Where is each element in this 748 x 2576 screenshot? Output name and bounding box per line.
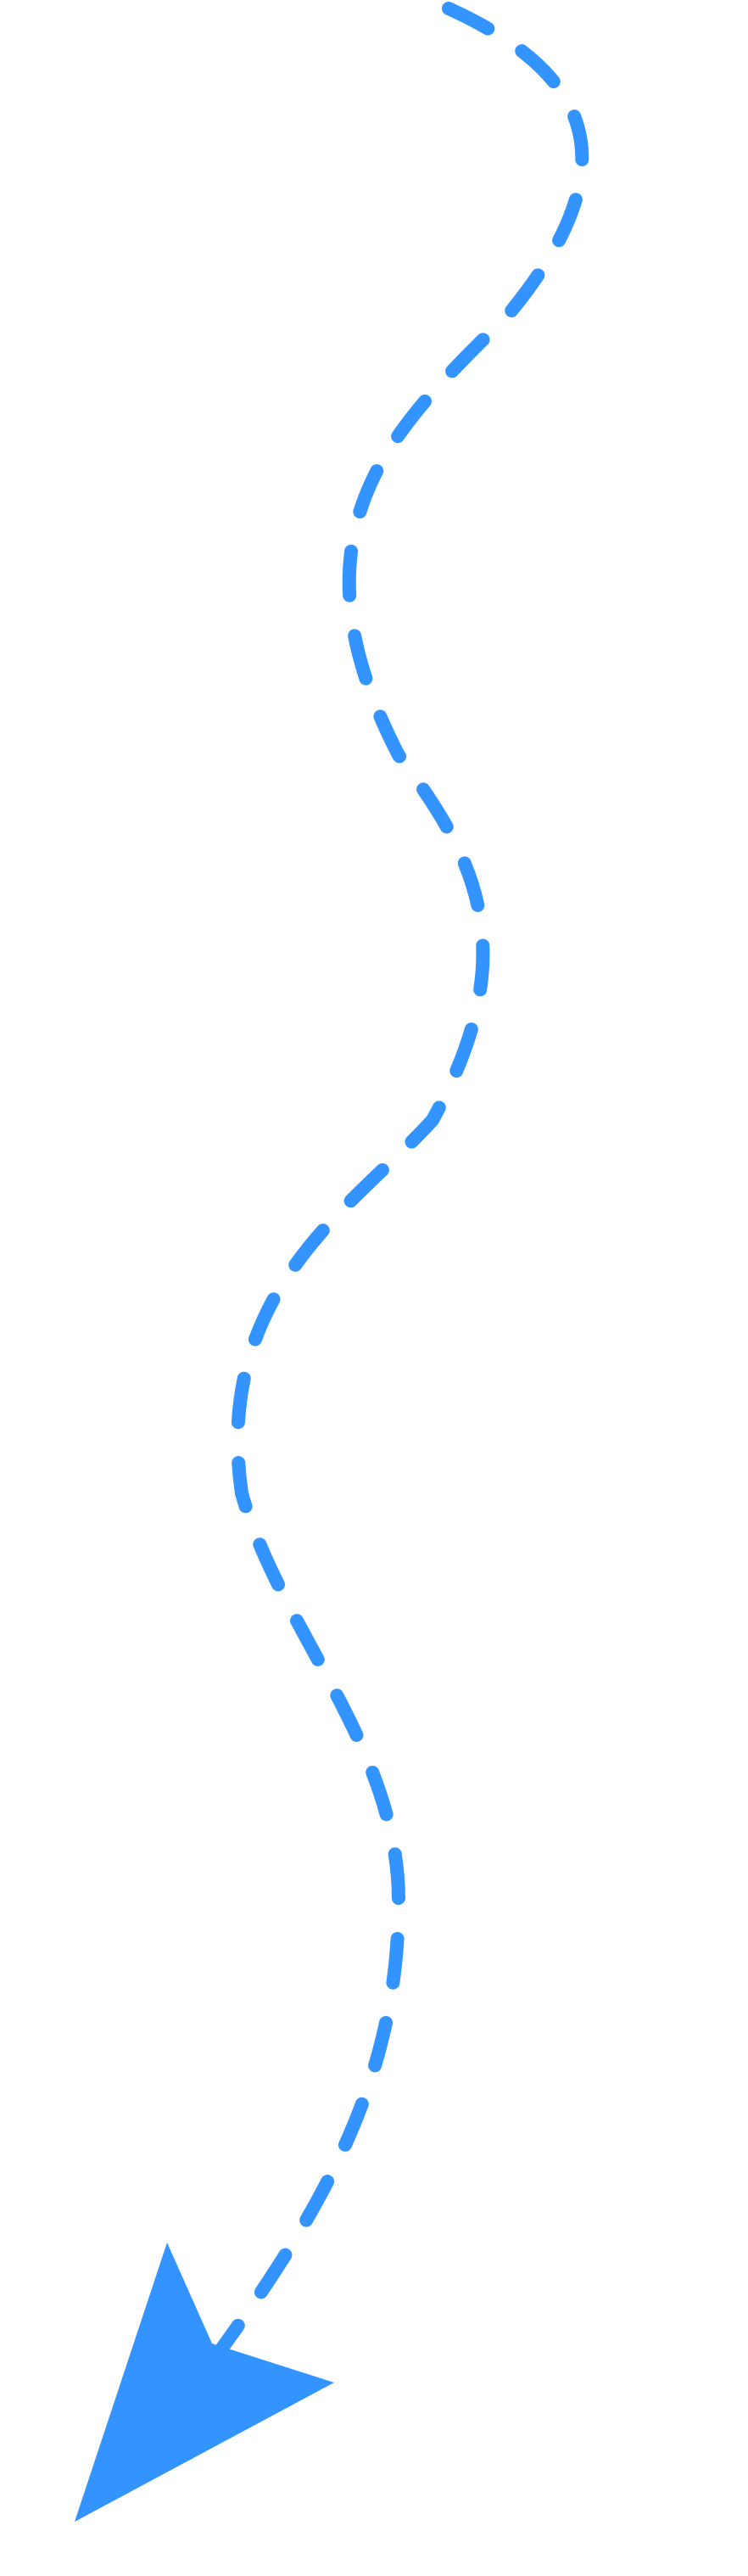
dashed-arrow-shaft	[214, 2, 589, 2357]
arrow-head	[75, 2243, 334, 2522]
